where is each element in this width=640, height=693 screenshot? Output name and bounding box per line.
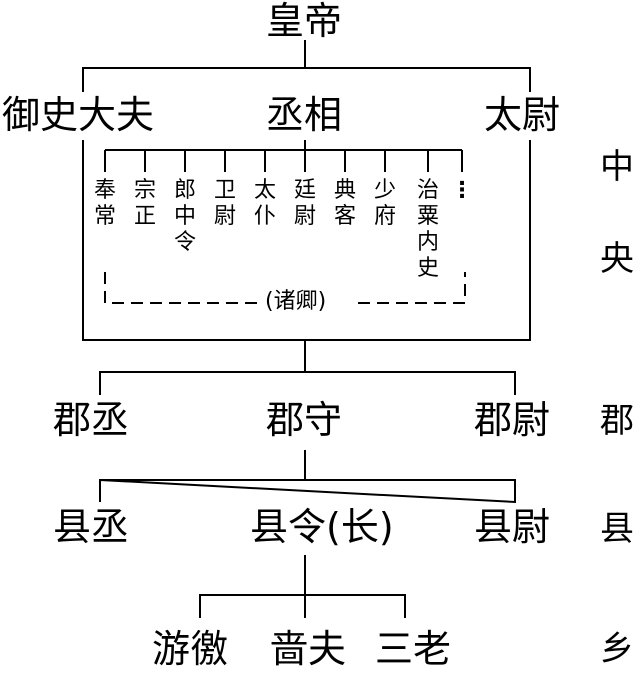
ministers-group-label: (诸卿) <box>265 289 327 314</box>
county-magistrate-node: 县令(长) <box>250 505 394 549</box>
level-central-2: 央 <box>600 239 634 279</box>
censor-node: 御史大夫 <box>2 93 155 137</box>
minister-tingwei: 廷尉 <box>293 178 316 229</box>
level-county: 县 <box>600 509 634 549</box>
chancellor-node: 丞相 <box>266 93 343 137</box>
minister-shaofu: 少府 <box>373 178 396 229</box>
township-sefu-node: 啬夫 <box>270 627 347 671</box>
minister-fengchang: 奉常 <box>93 178 116 229</box>
commandery-deputy-node: 郡丞 <box>53 398 130 442</box>
minister-weiwei: 卫尉 <box>213 178 236 229</box>
county-commander-node: 县尉 <box>474 505 551 549</box>
emperor-node: 皇帝 <box>266 0 343 43</box>
minister-dianke: 典客 <box>333 178 356 229</box>
minister-taipu: 太仆 <box>253 178 276 229</box>
township-youjiao-node: 游徼 <box>152 627 229 671</box>
minister-zhisuneishi: 治粟内史 <box>416 178 439 281</box>
commandery-governor-node: 郡守 <box>266 398 343 442</box>
commandery-commander-node: 郡尉 <box>474 398 551 442</box>
level-commandery: 郡 <box>600 401 634 441</box>
minister-langzhongling: 郎中令 <box>173 178 196 255</box>
commander-node: 太尉 <box>484 93 561 137</box>
level-central-1: 中 <box>600 147 634 187</box>
minister-zongzheng: 宗正 <box>133 178 156 229</box>
minister-ellipsis: ⋮ <box>451 178 473 203</box>
township-sanlao-node: 三老 <box>375 627 452 671</box>
county-deputy-node: 县丞 <box>53 505 130 549</box>
level-township: 乡 <box>600 629 634 669</box>
